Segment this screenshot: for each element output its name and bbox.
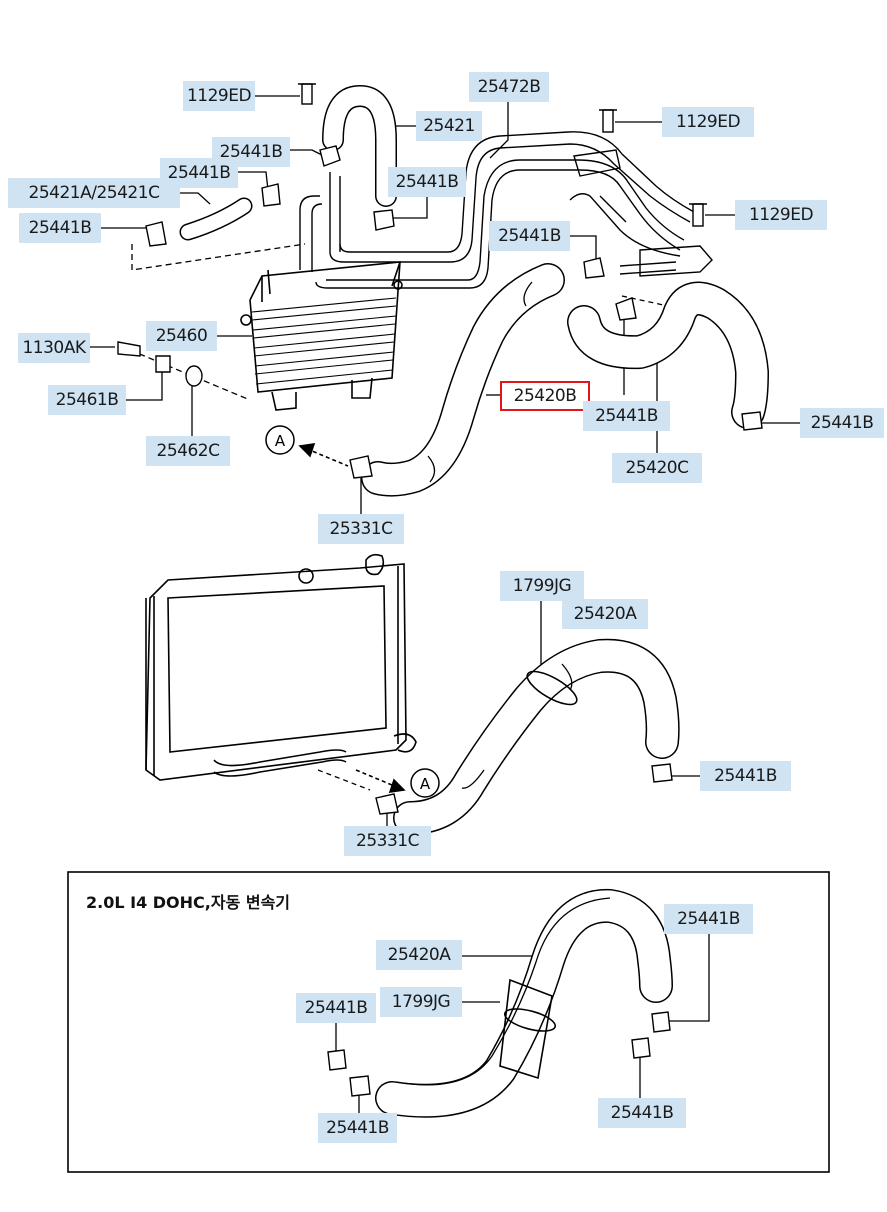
- label-25441B[interactable]: 25441B: [700, 761, 791, 791]
- label-25441B[interactable]: 25441B: [212, 137, 290, 167]
- hose-25420a-mid-drawing: [393, 638, 680, 835]
- label-25421[interactable]: 25421: [416, 111, 482, 141]
- label-25331C[interactable]: 25331C: [344, 826, 431, 856]
- label-25441B[interactable]: 25441B: [388, 167, 466, 197]
- label-1799JG[interactable]: 1799JG: [500, 571, 584, 601]
- label-25421A-25421C[interactable]: 25421A/25421C: [8, 178, 180, 208]
- label-25420B-selected[interactable]: 25420B: [500, 381, 590, 411]
- inset-hose-drawing: [375, 889, 673, 1118]
- label-1130AK[interactable]: 1130AK: [18, 333, 90, 363]
- label-25441B[interactable]: 25441B: [583, 401, 670, 431]
- label-1129ED[interactable]: 1129ED: [662, 107, 754, 137]
- label-25472B[interactable]: 25472B: [469, 72, 549, 102]
- label-25441B[interactable]: 25441B: [489, 221, 570, 251]
- label-25420A[interactable]: 25420A: [376, 940, 462, 970]
- clamp-drawings: [117, 83, 763, 1097]
- marker-a-2: A: [410, 768, 440, 798]
- hose-25421-drawing: [322, 85, 397, 207]
- label-1129ED[interactable]: 1129ED: [183, 81, 255, 111]
- label-1799JG[interactable]: 1799JG: [380, 987, 462, 1017]
- label-25331C[interactable]: 25331C: [318, 514, 404, 544]
- marker-a-1-text: A: [275, 432, 286, 450]
- steel-tube-drawing: [299, 131, 713, 289]
- label-25420A[interactable]: 25420A: [562, 599, 648, 629]
- marker-a-1: A: [265, 425, 295, 455]
- label-25461B[interactable]: 25461B: [48, 385, 126, 415]
- radiator-drawing: [145, 553, 417, 781]
- label-25441B[interactable]: 25441B: [318, 1113, 397, 1143]
- hose-25420b-drawing: [361, 263, 565, 497]
- label-25441B[interactable]: 25441B: [800, 408, 884, 438]
- hose-25421a-drawing: [179, 197, 253, 241]
- label-25441B[interactable]: 25441B: [19, 213, 101, 243]
- inset-frame: [67, 871, 830, 1173]
- label-25441B[interactable]: 25441B: [598, 1098, 686, 1128]
- label-25462C[interactable]: 25462C: [146, 436, 230, 466]
- inset-caption: 2.0L I4 DOHC,자동 변속기: [86, 893, 291, 912]
- label-25460[interactable]: 25460: [146, 321, 217, 351]
- hose-25420c-drawing: [567, 281, 769, 429]
- label-25441B[interactable]: 25441B: [664, 904, 753, 934]
- arrow-marks: [298, 443, 406, 793]
- marker-a-2-text: A: [420, 775, 431, 793]
- oil-cooler-drawing: [240, 261, 403, 411]
- label-1129ED[interactable]: 1129ED: [735, 200, 827, 230]
- label-25420C[interactable]: 25420C: [612, 453, 702, 483]
- label-25441B[interactable]: 25441B: [296, 993, 376, 1023]
- label-25441B[interactable]: 25441B: [160, 158, 238, 188]
